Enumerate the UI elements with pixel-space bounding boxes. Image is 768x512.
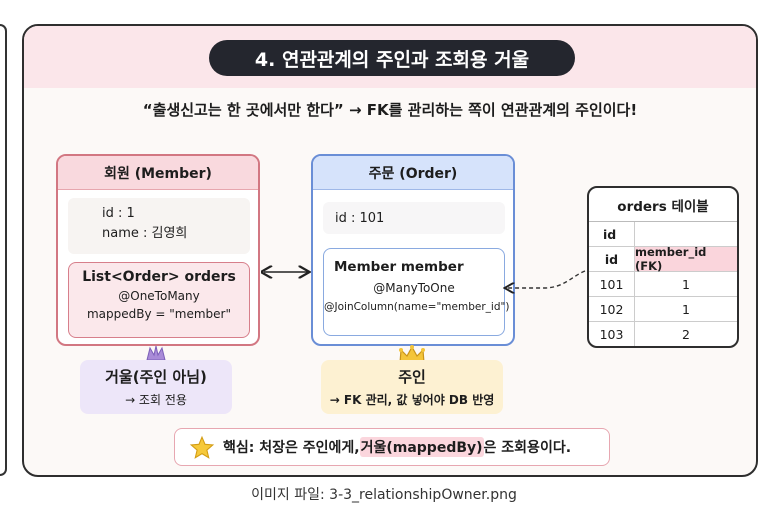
table-header-row: id (589, 222, 737, 247)
key-point-highlight: 거울(mappedBy) (359, 437, 484, 457)
member-orders-field: List<Order> orders @OneToMany mappedBy =… (68, 262, 250, 338)
order-member-field: Member member @ManyToOne @JoinColumn(nam… (323, 248, 510, 336)
orders-table: orders 테이블 id id member_id (FK) 101 1 10… (587, 186, 739, 348)
mirror-badge-subtitle: → 조회 전용 (125, 393, 187, 407)
diagram-panel: 4. 연관관계의 주인과 조회용 거울 “출생신고는 한 곳에서만 한다” → … (22, 24, 758, 477)
fk-dashed-arrow (506, 270, 586, 288)
owner-badge-title: 주인 (398, 368, 426, 386)
diagram-subtitle: “출생신고는 한 곳에서만 한다” → FK를 관리하는 쪽이 연관관계의 주인… (142, 101, 638, 119)
member-orders-title: List<Order> orders (82, 269, 236, 285)
table-header-cell (635, 222, 737, 246)
order-entity-card: 주문 (Order) id : 101 Member member @ManyT… (311, 154, 515, 346)
member-onetomany-annotation: @OneToMany (118, 289, 200, 303)
table-row: 102 1 (589, 297, 737, 322)
table-cell: 101 (589, 272, 635, 296)
image-caption: 이미지 파일: 3-3_relationshipOwner.png (251, 487, 517, 503)
member-attributes: id : 1 name : 김영희 (68, 198, 250, 254)
table-cell: 1 (682, 276, 690, 292)
column-member-id-fk: member_id (FK) (635, 245, 737, 273)
diagram-title: 4. 연관관계의 주인과 조회용 거울 (209, 40, 575, 76)
mirror-badge: 거울(주인 아님) → 조회 전용 (80, 360, 232, 414)
owner-badge: 주인 → FK 관리, 값 넣어야 DB 반영 (321, 360, 503, 414)
order-member-title: Member member (334, 259, 464, 275)
star-icon (189, 435, 215, 459)
order-manytoone-annotation: @ManyToOne (373, 281, 455, 295)
table-cell: 1 (682, 301, 690, 317)
owner-badge-subtitle: → FK 관리, 값 넣어야 DB 반영 (329, 393, 495, 407)
relationship-arrows (24, 26, 586, 477)
order-id: id : 101 (323, 202, 505, 234)
table-cell: 103 (589, 322, 635, 346)
order-joincolumn-annotation: @JoinColumn(name="member_id") (324, 301, 510, 313)
table-row: 101 1 (589, 272, 737, 297)
member-name: name : 김영희 (102, 226, 188, 241)
mirror-icon (146, 345, 166, 361)
table-cell: 102 (589, 297, 635, 321)
orders-table-title: orders 테이블 (589, 188, 737, 222)
member-entity-card: 회원 (Member) id : 1 name : 김영희 List<Order… (56, 154, 260, 346)
mirror-badge-title: 거울(주인 아님) (105, 368, 207, 386)
order-card-header: 주문 (Order) (313, 156, 513, 190)
table-row: 103 2 (589, 322, 737, 346)
column-id: id (589, 247, 635, 271)
member-mappedby: mappedBy = "member" (86, 307, 232, 321)
table-cell: 2 (682, 327, 690, 342)
key-point-box: 핵심: 처장은 주인에게, 거울(mappedBy)은 조회용이다. (174, 428, 610, 466)
key-point-prefix: 핵심: 처장은 주인에게, (223, 440, 360, 456)
member-card-header: 회원 (Member) (58, 156, 258, 190)
left-panel-edge (0, 24, 7, 476)
member-id: id : 1 (102, 206, 135, 221)
key-point-suffix: 은 조회용이다. (483, 440, 572, 456)
table-column-row: id member_id (FK) (589, 245, 737, 273)
table-header-cell: id (589, 222, 635, 246)
